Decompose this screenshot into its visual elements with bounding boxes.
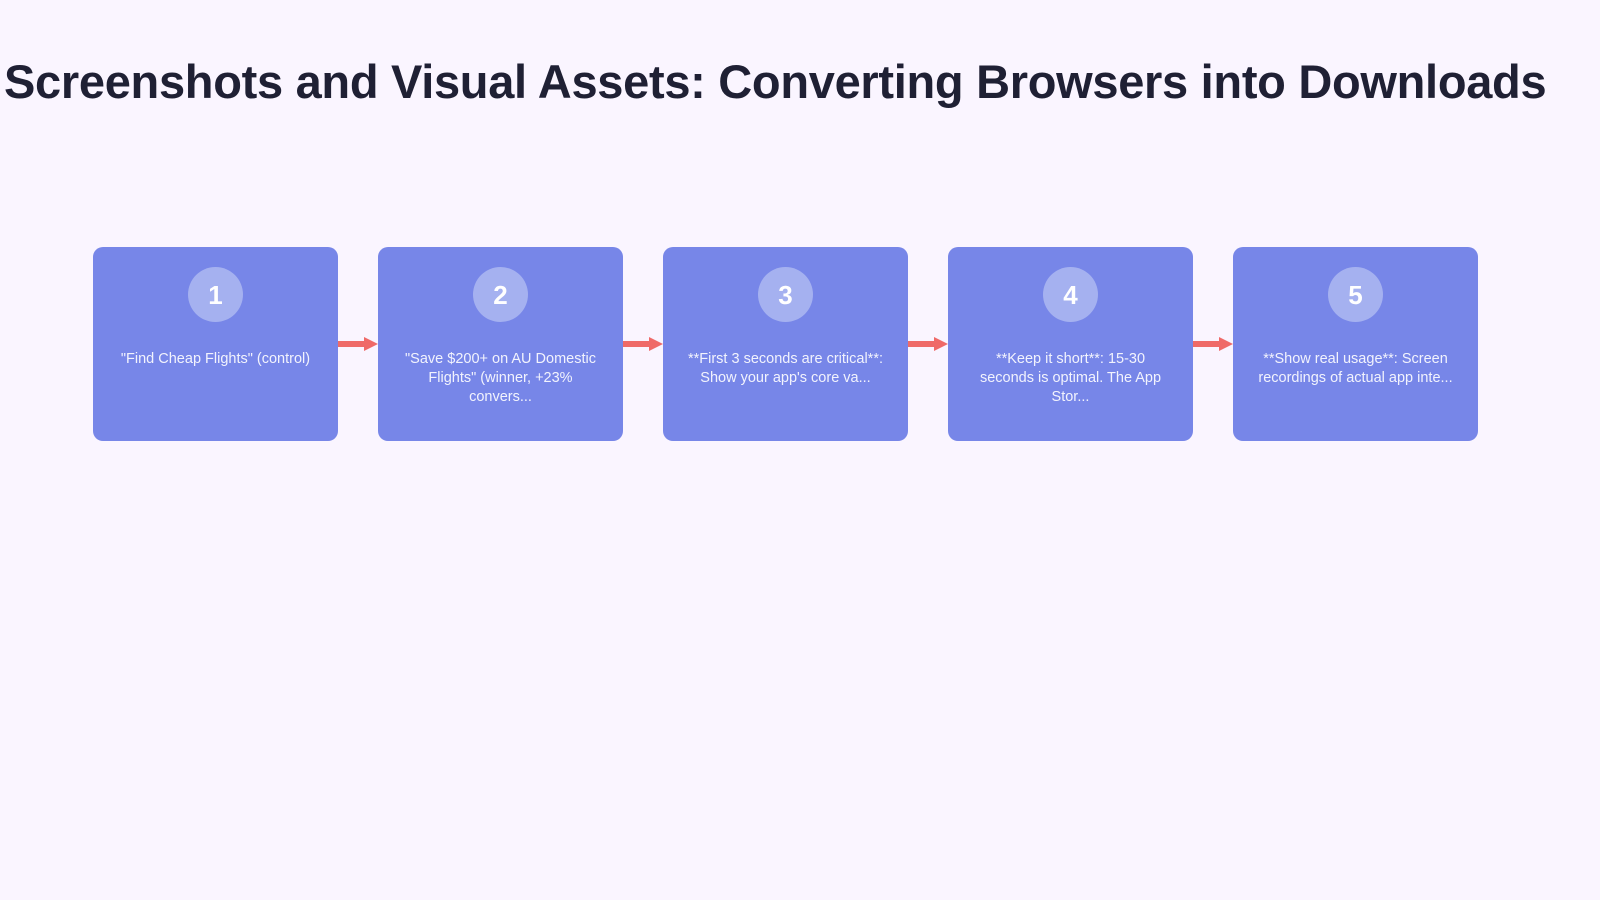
flowchart-steps: 1 "Find Cheap Flights" (control) 2 "Save… [93, 247, 1478, 441]
step-number-badge: 1 [188, 267, 243, 322]
arrow-right-icon [338, 337, 378, 351]
page-title: Screenshots and Visual Assets: Convertin… [4, 55, 1547, 108]
step-number-badge: 3 [758, 267, 813, 322]
step-card-1[interactable]: 1 "Find Cheap Flights" (control) [93, 247, 338, 441]
arrow-right-icon [908, 337, 948, 351]
step-description: "Find Cheap Flights" (control) [120, 351, 311, 367]
arrow-right-icon [623, 337, 663, 351]
connector-arrow-3-4 [908, 247, 948, 441]
step-description: **Keep it short**: 15-30 seconds is opti… [979, 351, 1162, 405]
connector-arrow-2-3 [623, 247, 663, 441]
connector-arrow-1-2 [338, 247, 378, 441]
step-description: **First 3 seconds are critical**: Show y… [687, 351, 883, 386]
connector-arrow-4-5 [1193, 247, 1233, 441]
step-description: "Save $200+ on AU Domestic Flights" (win… [405, 351, 596, 405]
step-number-badge: 5 [1328, 267, 1383, 322]
step-card-4[interactable]: 4 **Keep it short**: 15-30 seconds is op… [948, 247, 1193, 441]
step-description: **Show real usage**: Screen recordings o… [1258, 351, 1453, 386]
arrow-right-icon [1193, 337, 1233, 351]
step-number-badge: 4 [1043, 267, 1098, 322]
step-card-2[interactable]: 2 "Save $200+ on AU Domestic Flights" (w… [378, 247, 623, 441]
step-card-3[interactable]: 3 **First 3 seconds are critical**: Show… [663, 247, 908, 441]
step-number-badge: 2 [473, 267, 528, 322]
step-card-5[interactable]: 5 **Show real usage**: Screen recordings… [1233, 247, 1478, 441]
